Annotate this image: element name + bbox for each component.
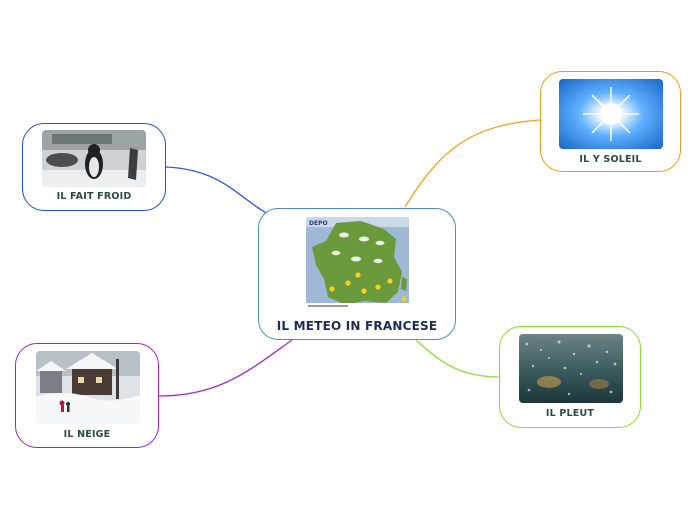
connector-pleut bbox=[415, 339, 500, 378]
topic-il-neige[interactable]: IL NEIGE bbox=[15, 343, 159, 448]
france-weather-map-image: DEPO bbox=[306, 217, 409, 309]
svg-text:DEPO: DEPO bbox=[309, 220, 328, 227]
topic-il-y-soleil[interactable]: IL Y SOLEIL bbox=[540, 71, 681, 172]
raindrops-image bbox=[519, 334, 623, 403]
connector-soleil bbox=[404, 119, 541, 208]
snowy-village-image bbox=[36, 351, 140, 424]
topic-label-pleut: IL PLEUT bbox=[545, 408, 595, 419]
topic-il-pleut[interactable]: IL PLEUT bbox=[499, 326, 641, 428]
topic-label-froid: IL FAIT FROID bbox=[56, 191, 132, 202]
sun-image bbox=[559, 79, 663, 149]
central-topic-label: IL METEO IN FRANCESE bbox=[276, 319, 438, 333]
penguin-image bbox=[42, 130, 146, 187]
central-topic[interactable]: DEPO IL METEO IN bbox=[258, 208, 456, 340]
topic-il-fait-froid[interactable]: IL FAIT FROID bbox=[22, 123, 166, 211]
topic-label-neige: IL NEIGE bbox=[63, 429, 111, 440]
connector-neige bbox=[158, 339, 293, 397]
topic-label-soleil: IL Y SOLEIL bbox=[579, 154, 642, 165]
